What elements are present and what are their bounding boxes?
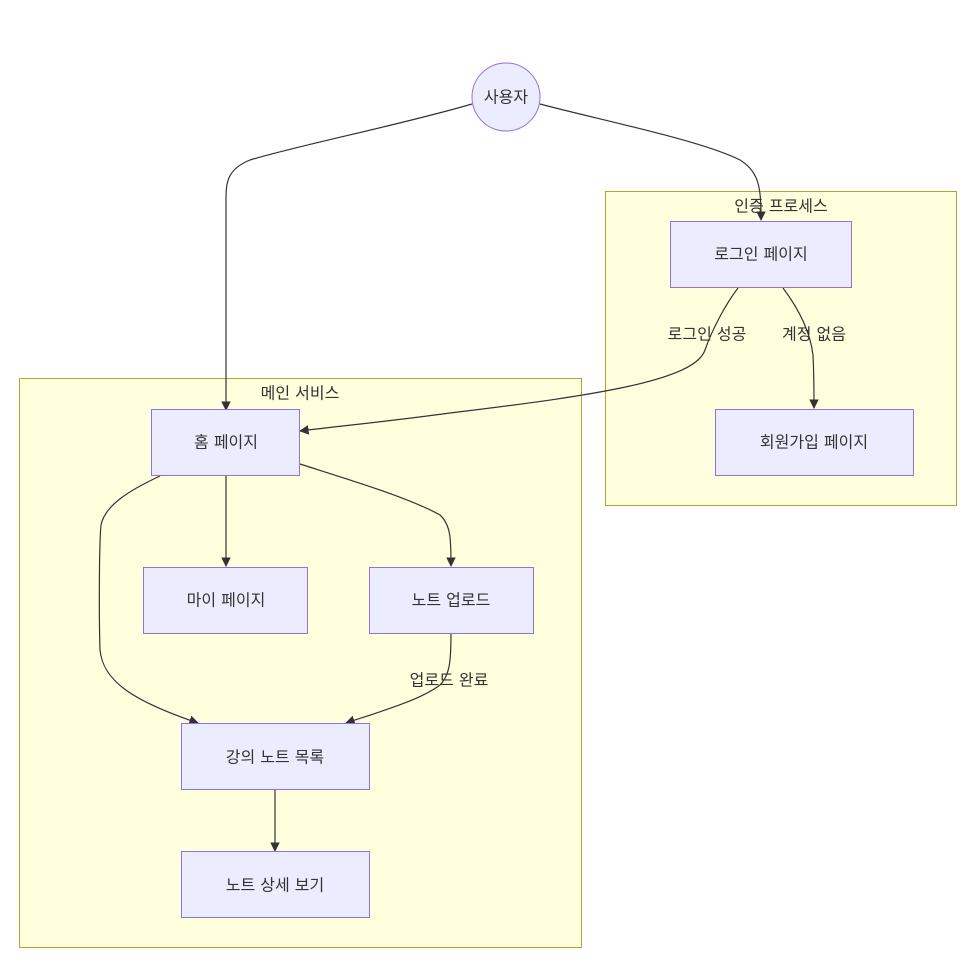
node-upload[interactable]: 노트 업로드 bbox=[369, 567, 534, 634]
node-login[interactable]: 로그인 페이지 bbox=[670, 221, 852, 288]
node-home[interactable]: 홈 페이지 bbox=[151, 409, 300, 476]
node-list-label: 강의 노트 목록 bbox=[226, 748, 325, 767]
node-user-label: 사용자 bbox=[484, 88, 528, 107]
node-detail-label: 노트 상세 보기 bbox=[226, 876, 325, 895]
edge-label-upload-complete: 업로드 완료 bbox=[410, 671, 489, 690]
node-user[interactable]: 사용자 bbox=[471, 62, 541, 132]
node-upload-label: 노트 업로드 bbox=[412, 591, 491, 610]
node-list[interactable]: 강의 노트 목록 bbox=[181, 723, 370, 790]
node-mypage-label: 마이 페이지 bbox=[187, 591, 266, 610]
node-login-label: 로그인 페이지 bbox=[714, 245, 807, 264]
edges bbox=[98, 103, 819, 852]
node-home-label: 홈 페이지 bbox=[194, 433, 258, 452]
edge-home-upload[interactable] bbox=[299, 463, 456, 567]
edge-login-signup[interactable] bbox=[782, 287, 819, 409]
node-mypage[interactable]: 마이 페이지 bbox=[143, 567, 308, 634]
edge-login-home[interactable] bbox=[299, 287, 739, 435]
cluster-main-label: 메인 서비스 bbox=[261, 384, 340, 403]
edge-label-no-account: 계정 없음 bbox=[782, 325, 846, 344]
edge-user-home[interactable] bbox=[221, 103, 473, 411]
edge-home-list[interactable] bbox=[98, 475, 199, 725]
node-signup-label: 회원가입 페이지 bbox=[760, 433, 868, 452]
node-signup[interactable]: 회원가입 페이지 bbox=[715, 409, 914, 476]
cluster-auth-label: 인증 프로세스 bbox=[734, 197, 827, 216]
edge-label-login-success: 로그인 성공 bbox=[668, 325, 747, 344]
edge-upload-list[interactable] bbox=[345, 632, 452, 725]
node-detail[interactable]: 노트 상세 보기 bbox=[181, 851, 370, 918]
edge-user-login[interactable] bbox=[539, 103, 766, 221]
